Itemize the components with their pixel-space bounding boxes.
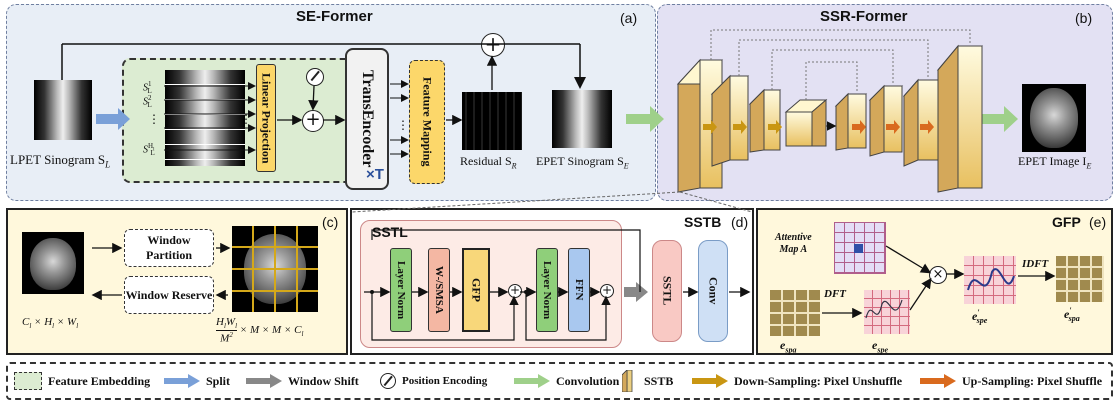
e-spa-grid — [770, 290, 820, 336]
multiply-icon: × — [929, 266, 947, 284]
gold-arrow-icon — [692, 374, 728, 388]
position-encoding-icon — [380, 373, 396, 389]
feature-mapping-block: Feature Mapping — [409, 60, 445, 184]
blue-arrow-icon — [164, 374, 200, 388]
patch-dots: ⋮ — [148, 112, 160, 126]
e-spa-prime-grid — [1056, 256, 1104, 302]
sstl-title: SSTL — [372, 224, 408, 240]
patch-label-last: SHlL — [143, 142, 155, 158]
panel-b-tag: (b) — [1075, 10, 1093, 26]
window-partition-box: Window Partition — [124, 229, 214, 267]
linear-projection-block: Linear Projection — [256, 64, 276, 172]
patch-label-2: S2L — [143, 94, 152, 110]
panel-a-tag: (a) — [620, 10, 638, 26]
sstb-block-icon — [622, 370, 633, 392]
ssr-former-title: SSR-Former — [820, 8, 908, 25]
conv-block: Conv — [698, 240, 728, 342]
legend-sstb: SSTB — [622, 369, 673, 393]
panel-e-tag: (e) — [1089, 214, 1107, 230]
window-reserve-box: Window Reserve — [124, 276, 214, 314]
layer-norm-block-2: Layer Norm — [536, 248, 558, 332]
epet-image — [1030, 88, 1078, 148]
legend-feature-embedding: Feature Embedding — [14, 369, 150, 393]
e-spa-label: espa — [780, 338, 797, 355]
input-dims-label: Cl × Hl × Wl — [22, 316, 79, 331]
legend-window-shift: Window Shift — [246, 369, 359, 393]
residual-image — [462, 92, 522, 150]
times-t-label: ×T — [366, 166, 384, 183]
gray-arrow-icon — [246, 374, 282, 388]
gfp-block: GFP — [462, 248, 490, 332]
position-encoding-icon — [306, 68, 324, 86]
split-arrow-icon — [96, 108, 130, 130]
e-spe-prime-label: e′spe — [972, 308, 988, 326]
panel-d-tag: (d) — [731, 214, 749, 230]
panel-c-tag: (c) — [322, 214, 339, 230]
sstl-block-small: SSTL — [652, 240, 682, 342]
epet-sinogram-label: EPET Sinogram SE — [536, 154, 629, 171]
convolution-arrow-icon — [626, 106, 664, 132]
dashed-box-icon — [14, 372, 42, 390]
e-spa-prime-label: e′spa — [1064, 306, 1080, 324]
legend-position-encoding: Position Encoding — [380, 369, 487, 393]
se-former-title: SE-Former — [296, 8, 373, 25]
legend-up-sampling: Up-Sampling: Pixel Shuffle — [920, 369, 1102, 393]
idft-label: IDFT — [1022, 258, 1049, 270]
legend-split: Split — [164, 369, 230, 393]
residual-label: Residual SR — [460, 154, 517, 171]
green-arrow-icon — [514, 374, 550, 388]
epet-image-label: EPET Image IE — [1018, 154, 1092, 171]
e-spe-grid — [864, 290, 910, 334]
dft-label: DFT — [824, 288, 846, 300]
lpet-sinogram-label: LPET Sinogram SL — [10, 152, 111, 170]
window-shift-arrow-icon — [624, 282, 648, 302]
gfp-title: GFP — [1052, 214, 1081, 230]
lpet-sinogram-image — [34, 80, 92, 140]
sstb-title: SSTB — [684, 214, 722, 230]
legend-convolution: Convolution — [514, 369, 619, 393]
patch-label-1: S1L — [143, 80, 152, 96]
trans-encoder-block: TransEncoder — [345, 48, 389, 190]
e-spe-label: espe — [872, 338, 888, 355]
epet-sinogram-image — [552, 90, 612, 148]
input-feature-brain — [30, 238, 76, 290]
orange-arrow-icon — [920, 374, 956, 388]
legend-down-sampling: Down-Sampling: Pixel Unshuffle — [692, 369, 902, 393]
